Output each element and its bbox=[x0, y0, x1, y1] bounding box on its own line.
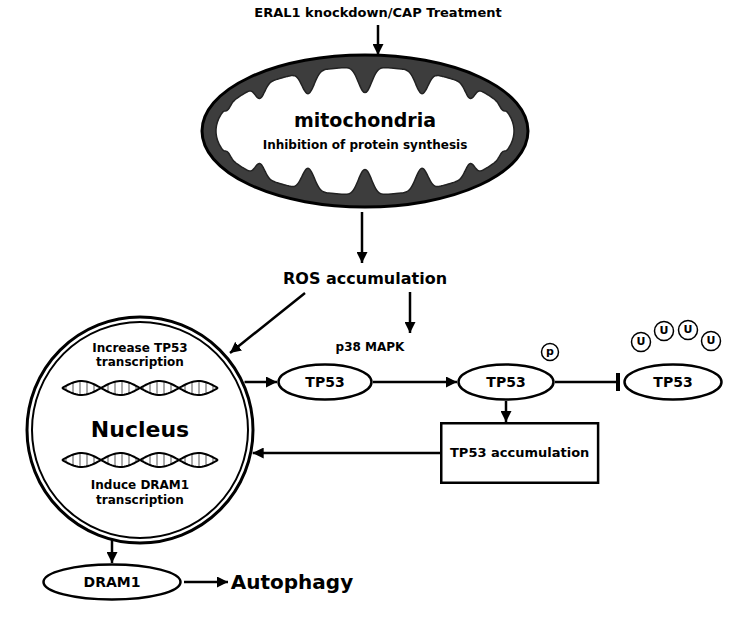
dna-rung bbox=[80, 381, 81, 395]
step-label: ROS accumulation bbox=[283, 269, 447, 288]
dna-rung bbox=[199, 453, 200, 467]
dna-rung bbox=[73, 383, 74, 394]
step-label: ERAL1 knockdown/CAP Treatment bbox=[254, 5, 501, 21]
protein-ellipse: TP53 bbox=[277, 363, 373, 401]
protein-ellipse: TP53 bbox=[623, 363, 723, 401]
modification-circle: U bbox=[677, 319, 699, 341]
dna-rung bbox=[164, 381, 165, 394]
dna-rung bbox=[150, 383, 151, 393]
node-text: TP53 bbox=[653, 374, 692, 391]
node-text: U bbox=[684, 323, 693, 336]
dna-rung bbox=[129, 455, 130, 466]
inhibition-connector bbox=[555, 381, 618, 384]
node-text: TP53 bbox=[305, 374, 344, 391]
modification-circle: p bbox=[540, 342, 560, 362]
dna-strand bbox=[62, 381, 218, 395]
inner-membrane bbox=[216, 68, 514, 195]
dna-rung bbox=[199, 381, 200, 395]
dna-rung bbox=[115, 382, 116, 395]
node-text: U bbox=[637, 335, 646, 348]
dna-rung bbox=[129, 383, 130, 394]
outcome-label: Autophagy bbox=[231, 570, 353, 594]
dna-rung bbox=[150, 455, 151, 465]
dna-rung bbox=[73, 455, 74, 466]
dna-rung bbox=[192, 454, 193, 466]
nucleus-circle: Increase TP53 transcriptionNucleusInduce… bbox=[25, 315, 255, 545]
protein-ellipse: DRAM1 bbox=[42, 563, 182, 601]
shape-border bbox=[679, 321, 698, 340]
dna-rung bbox=[115, 454, 116, 467]
node-text: mitochondria bbox=[294, 109, 436, 132]
nuclear-envelope bbox=[27, 317, 253, 543]
modification-circle: U bbox=[630, 331, 652, 353]
dna-rung bbox=[87, 382, 88, 395]
shape-border bbox=[542, 344, 559, 361]
dna-rung bbox=[206, 382, 207, 394]
dna-rung bbox=[206, 454, 207, 466]
arrow-line bbox=[361, 212, 364, 263]
shape-border bbox=[279, 365, 372, 400]
shape-border bbox=[625, 365, 722, 400]
dna-rung bbox=[157, 453, 158, 467]
arrow-connector bbox=[245, 381, 277, 384]
arrow-connector bbox=[253, 452, 440, 455]
arrow-line bbox=[409, 292, 412, 333]
dna-rung bbox=[122, 453, 123, 467]
mitochondrion-shape: mitochondriaInhibition of protein synthe… bbox=[200, 53, 530, 209]
dna-rung bbox=[157, 381, 158, 395]
dna-strand bbox=[62, 453, 218, 467]
kinase-label: p38 MAPK bbox=[336, 340, 405, 354]
dna-strand bbox=[62, 381, 218, 395]
node-text: TP53 bbox=[486, 374, 525, 391]
shape-border bbox=[459, 365, 554, 400]
modification-circle: U bbox=[700, 330, 722, 352]
arrow-connector bbox=[111, 540, 114, 563]
dna-strand bbox=[62, 453, 218, 467]
arrow-line bbox=[377, 25, 380, 55]
nuclear-envelope bbox=[32, 322, 248, 538]
protein-ellipse: TP53 bbox=[457, 363, 555, 401]
arrow-line bbox=[184, 581, 228, 584]
arrow-connector bbox=[373, 381, 457, 384]
shape-border bbox=[632, 333, 651, 352]
dna-rung bbox=[87, 454, 88, 467]
dna-rung bbox=[164, 453, 165, 466]
node-text: U bbox=[660, 324, 669, 337]
arrow-line bbox=[230, 293, 305, 353]
node-text: Increase TP53 transcription bbox=[65, 341, 215, 370]
node-text: Inhibition of protein synthesis bbox=[263, 138, 468, 152]
compartment-title: Nucleus bbox=[40, 417, 240, 443]
shape-border bbox=[655, 322, 674, 341]
arrow-connector bbox=[505, 401, 508, 422]
node-text: p bbox=[546, 345, 554, 358]
dna-rung bbox=[80, 453, 81, 467]
node-text: TP53 accumulation bbox=[450, 445, 589, 461]
dna-rung bbox=[192, 382, 193, 394]
node-text: DRAM1 bbox=[84, 574, 141, 591]
dna-rung bbox=[122, 381, 123, 395]
shape-border bbox=[44, 565, 181, 600]
node-text: Induce DRAM1 transcription bbox=[65, 478, 215, 507]
modification-circle: U bbox=[653, 320, 675, 342]
shape-border bbox=[702, 332, 721, 351]
node-text: U bbox=[707, 334, 716, 347]
outer-membrane bbox=[202, 55, 528, 207]
shape-border bbox=[441, 423, 598, 483]
process-box: TP53 accumulation bbox=[440, 422, 599, 484]
